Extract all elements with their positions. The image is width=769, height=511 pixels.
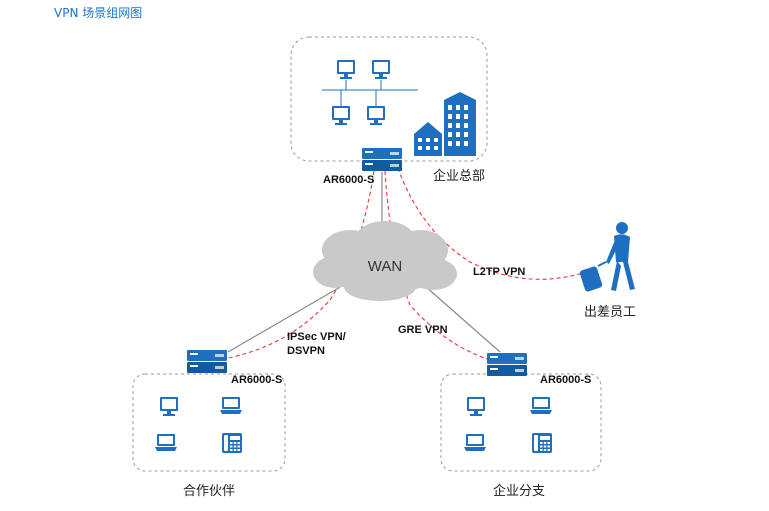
page-title: VPN 场景组网图 <box>54 6 142 20</box>
traveler-label: 出差员工 <box>584 305 636 320</box>
l2tp-vpn-label: L2TP VPN <box>473 266 525 278</box>
wan-link-branch <box>424 285 501 353</box>
ipsec-vpn-label: IPSec VPN/ <box>287 331 346 343</box>
branch-group-box <box>440 373 602 472</box>
partner-group-box <box>132 373 286 472</box>
branch-label: 企业分支 <box>493 483 545 499</box>
gre-vpn-label: GRE VPN <box>398 324 448 336</box>
headquarters-label: 企业总部 <box>433 168 485 184</box>
partner-router-label: AR6000-S <box>231 374 282 386</box>
desktop-icon <box>467 397 485 416</box>
laptop-icon <box>155 434 177 451</box>
desktop-icon <box>332 106 350 125</box>
gre-vpn-tunnel <box>384 170 491 361</box>
wan-cloud <box>313 221 457 301</box>
traveler-with-luggage-icon <box>579 222 635 292</box>
laptop-icon <box>220 397 242 414</box>
partner-label: 合作伙伴 <box>183 484 235 499</box>
headquarters-router-label: AR6000-S <box>323 174 374 186</box>
desktop-icon <box>367 106 385 125</box>
headquarters-lan <box>322 80 418 106</box>
desktop-icon <box>372 60 390 79</box>
building-icon <box>414 122 442 156</box>
desktop-icon <box>337 60 355 79</box>
ipsec-dsvpn-tunnel <box>227 170 375 359</box>
branch-router-label: AR6000-S <box>540 374 591 386</box>
desktop-icon <box>160 397 178 416</box>
laptop-icon <box>464 434 486 451</box>
wan-label: WAN <box>368 258 402 275</box>
l2tp-vpn-tunnel <box>397 167 593 280</box>
headquarters-router <box>362 148 402 171</box>
branch-router <box>487 353 527 376</box>
wan-link-partner <box>227 285 343 353</box>
dsvpn-label: DSVPN <box>287 345 325 357</box>
building-icon <box>444 92 476 156</box>
partner-router <box>187 350 227 373</box>
laptop-icon <box>530 397 552 414</box>
phone-icon <box>532 433 552 453</box>
phone-icon <box>222 433 242 453</box>
